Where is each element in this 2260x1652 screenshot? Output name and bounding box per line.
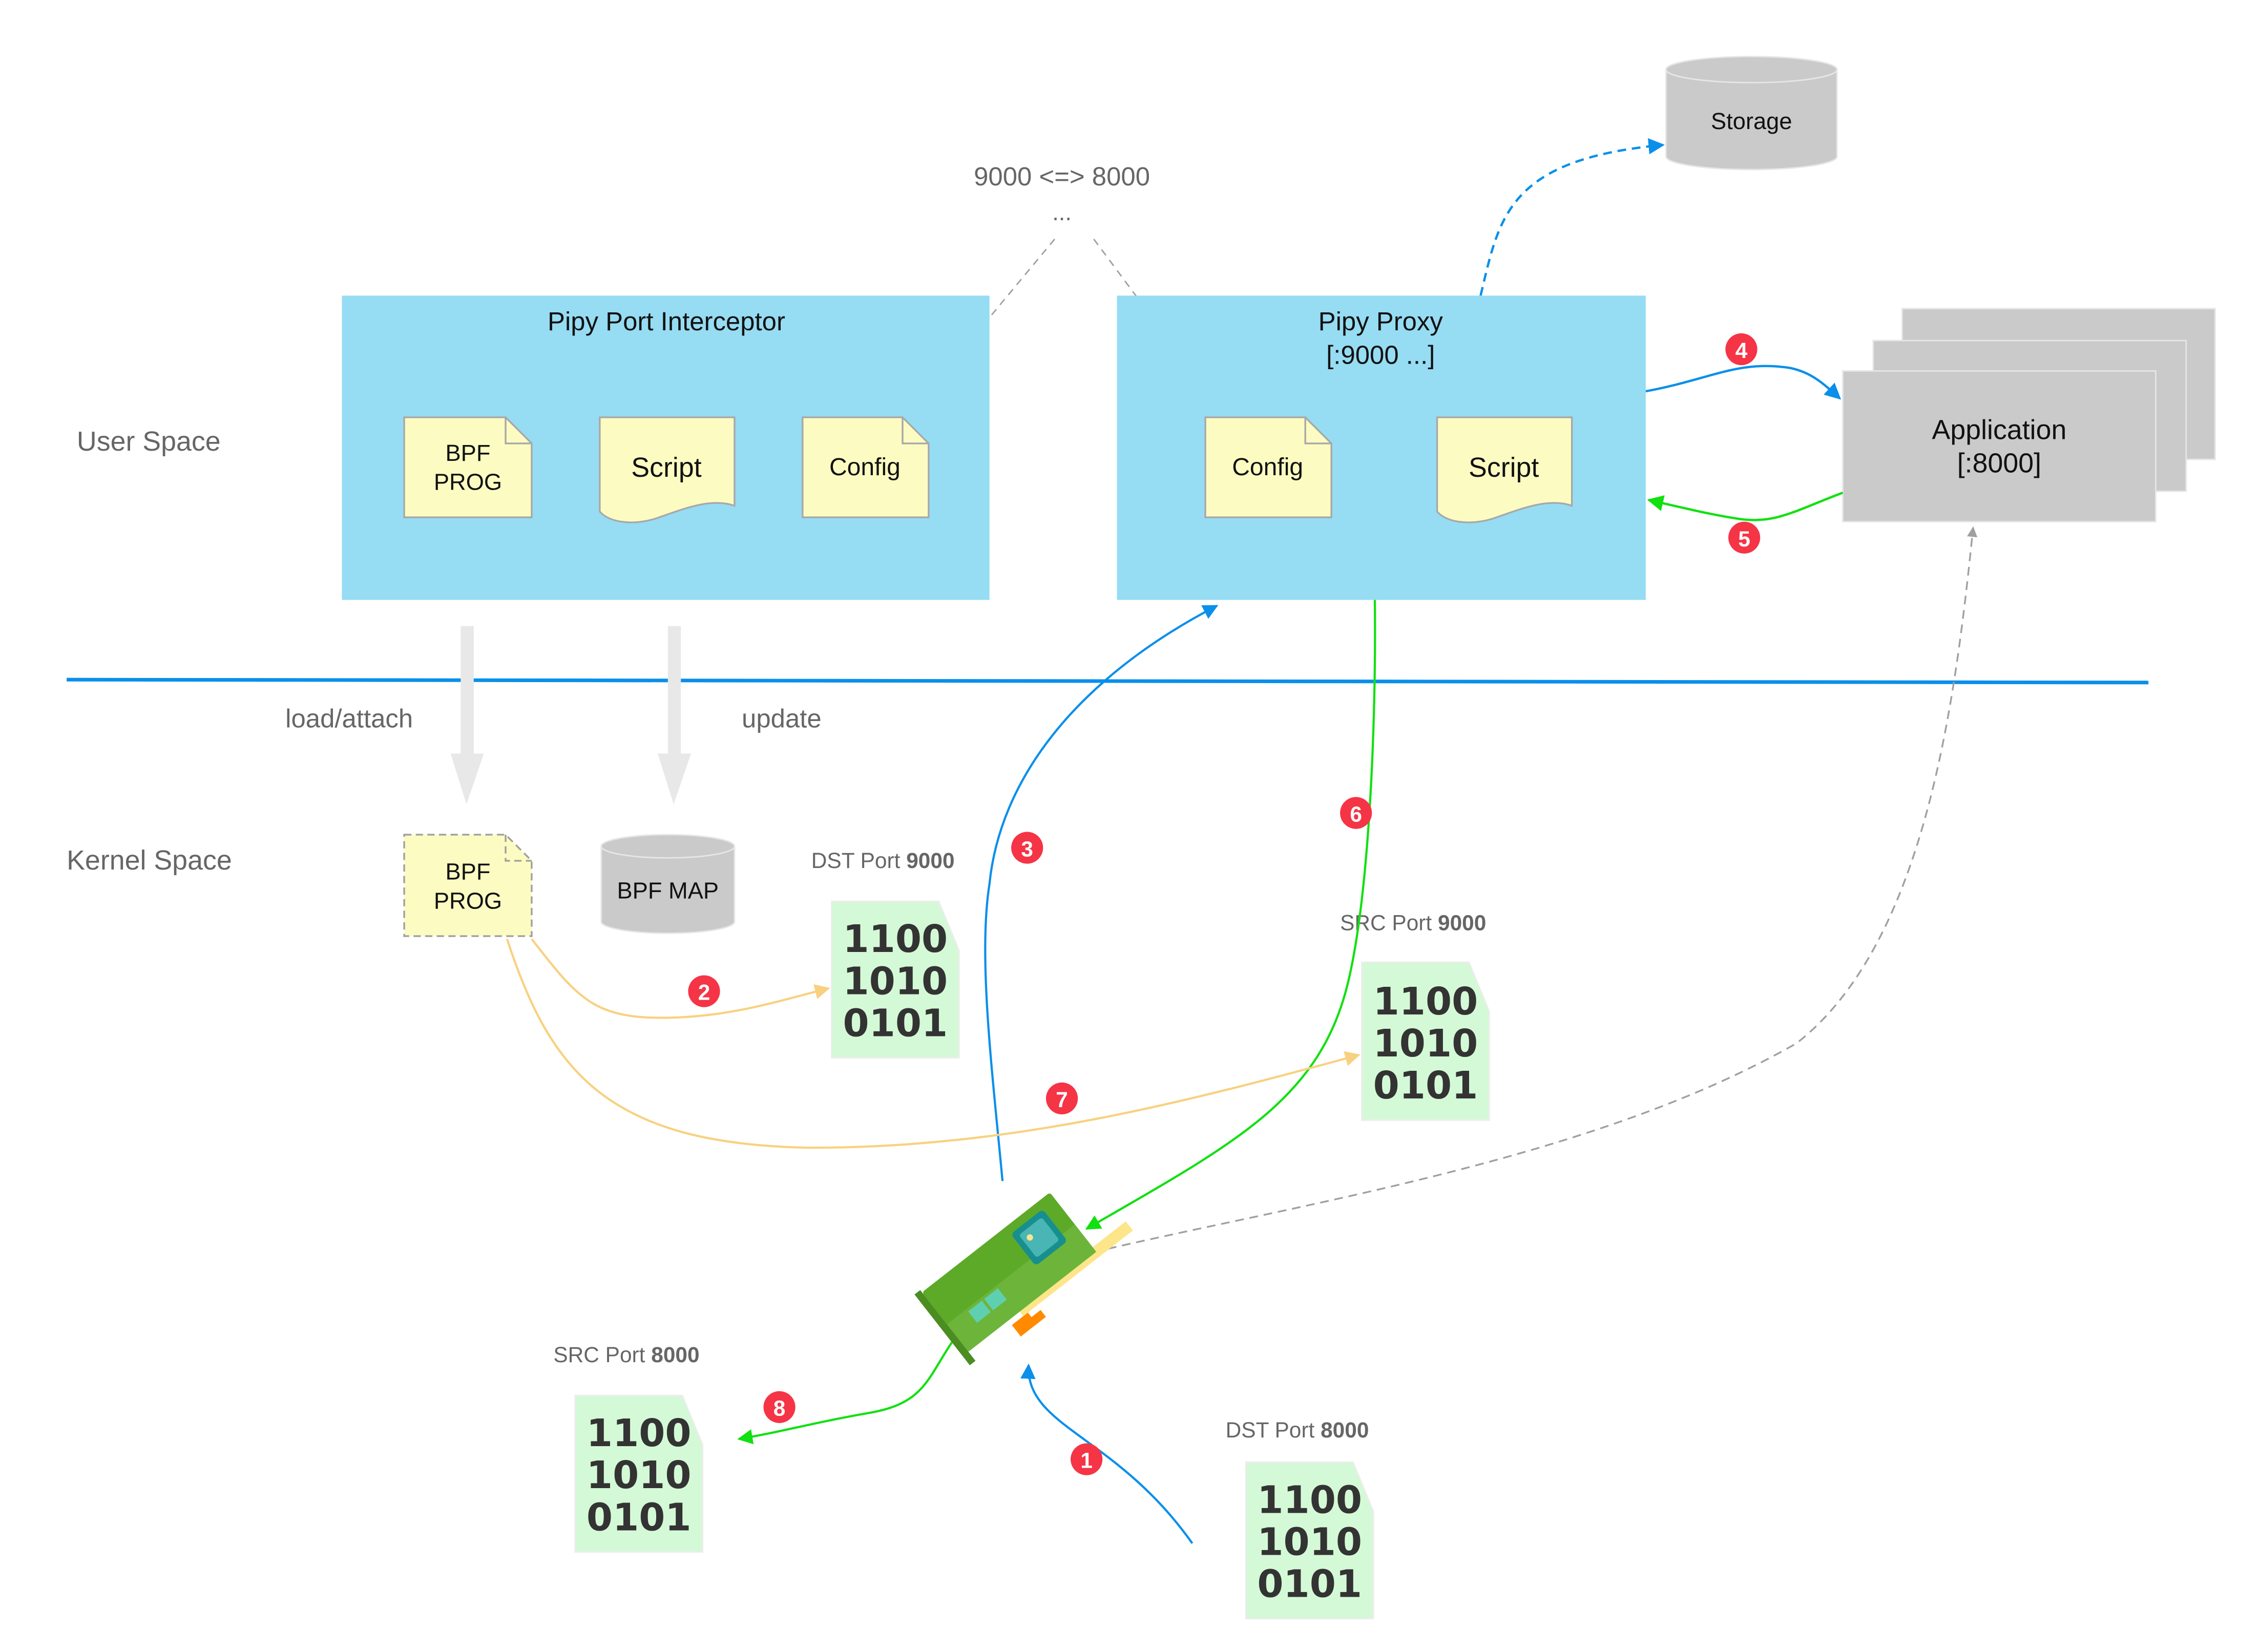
update-arrow [658,626,692,804]
load-attach-arrow [450,626,484,804]
step6-arrow [1085,600,1376,1230]
interceptor-config-note[interactable]: Config [802,416,930,518]
kernel-bpf-line1: BPF [446,859,491,885]
proxy-config-note[interactable]: Config [1204,416,1332,518]
packet-src-9000: SRC Port 9000 1100 1010 0101 [1340,911,1490,1121]
packet-bits-row: 1100 [587,1412,692,1455]
svg-text:1: 1 [1080,1449,1093,1473]
step-badge-8: 8 [763,1391,796,1423]
proxy-title: Pipy Proxy [1319,307,1443,336]
packet-bits-row: 1010 [587,1454,692,1497]
nic-to-application-arrow [1093,526,1978,1253]
interceptor-bpf-prog-note[interactable]: BPF PROG [403,416,533,518]
load-attach-label: load/attach [285,704,413,733]
user-space-label: User Space [77,426,221,457]
proxy-config-label: Config [1232,453,1303,481]
step7-arrow [506,939,1361,1149]
packet-label: SRC Port 8000 [553,1343,699,1367]
packet-bits-row: 1100 [1373,980,1478,1024]
application-port: [:8000] [1957,448,2041,479]
proxy-script-note[interactable]: Script [1436,416,1573,523]
step-badge-1: 1 [1071,1443,1103,1475]
application-stack[interactable]: Application [:8000] [1842,308,2216,523]
svg-text:6: 6 [1350,802,1362,826]
svg-text:5: 5 [1738,527,1750,551]
bpf-map-label: BPF MAP [617,877,719,903]
update-label: update [742,704,822,733]
network-card-icon[interactable] [914,1164,1142,1372]
proxy-script-label: Script [1469,452,1539,483]
interceptor-config-label: Config [829,453,901,481]
interceptor-script-label: Script [631,452,701,483]
kernel-bpf-prog-note[interactable]: BPF PROG [403,834,533,937]
step-badge-2: 2 [688,975,720,1007]
packet-src-8000: SRC Port 8000 1100 1010 0101 [553,1343,704,1553]
packet-bits-row: 0101 [843,1002,948,1045]
packet-bits-row: 0101 [1257,1562,1362,1606]
step5-arrow [1647,492,1844,521]
step-badge-7: 7 [1045,1082,1078,1115]
step4-arrow [1645,365,1842,400]
svg-text:8: 8 [773,1396,786,1421]
kernel-space-label: Kernel Space [67,845,232,876]
svg-text:7: 7 [1056,1088,1068,1112]
step1-arrow [1020,1363,1194,1544]
interceptor-title: Pipy Port Interceptor [548,307,785,336]
interceptor-bpf-line1: BPF [446,440,491,466]
packet-bits-row: 0101 [1373,1064,1478,1108]
packet-bits-row: 1010 [843,960,948,1003]
packet-label: DST Port 8000 [1226,1418,1369,1442]
packet-bits-row: 0101 [587,1496,692,1539]
port-mapping-ellipsis: ... [1052,199,1072,225]
svg-text:4: 4 [1735,338,1748,363]
packet-dst-8000: DST Port 8000 1100 1010 0101 [1226,1418,1374,1620]
proxy-ports: [:9000 ...] [1326,340,1435,369]
interceptor-bpf-line2: PROG [434,469,502,495]
svg-text:3: 3 [1021,837,1033,861]
packet-dst-9000: DST Port 9000 1100 1010 0101 [811,849,960,1059]
kernel-bpf-line2: PROG [434,887,502,914]
step-badge-4: 4 [1725,333,1757,366]
step-badge-3: 3 [1011,832,1043,864]
pipy-proxy-box[interactable]: Pipy Proxy [:9000 ...] Config Script [1117,295,1646,600]
packet-bits-row: 1100 [843,918,948,961]
packet-label: DST Port 9000 [811,849,955,873]
pipy-port-interceptor-box[interactable]: Pipy Port Interceptor BPF PROG Script Co… [342,295,990,600]
packet-label: SRC Port 9000 [1340,911,1486,935]
storage-cylinder[interactable]: Storage [1665,55,1838,171]
interceptor-script-note[interactable]: Script [599,416,736,523]
storage-label: Storage [1711,108,1792,134]
bpf-map-cylinder[interactable]: BPF MAP [600,834,736,934]
step-badge-6: 6 [1340,797,1372,829]
port-mapping-note: 9000 <=> 8000 [974,162,1150,191]
application-label: Application [1932,414,2066,445]
packet-bits-row: 1010 [1373,1022,1478,1066]
step3-arrow [984,604,1219,1181]
packet-bits-row: 1100 [1257,1478,1362,1522]
user-kernel-divider [67,677,2149,685]
proxy-to-storage-arrow [1479,138,1665,296]
step-badge-5: 5 [1728,521,1761,554]
step2-arrow [531,938,830,1019]
packet-bits-row: 1010 [1257,1520,1362,1564]
svg-text:2: 2 [698,981,710,1005]
step8-arrow [737,1335,957,1445]
